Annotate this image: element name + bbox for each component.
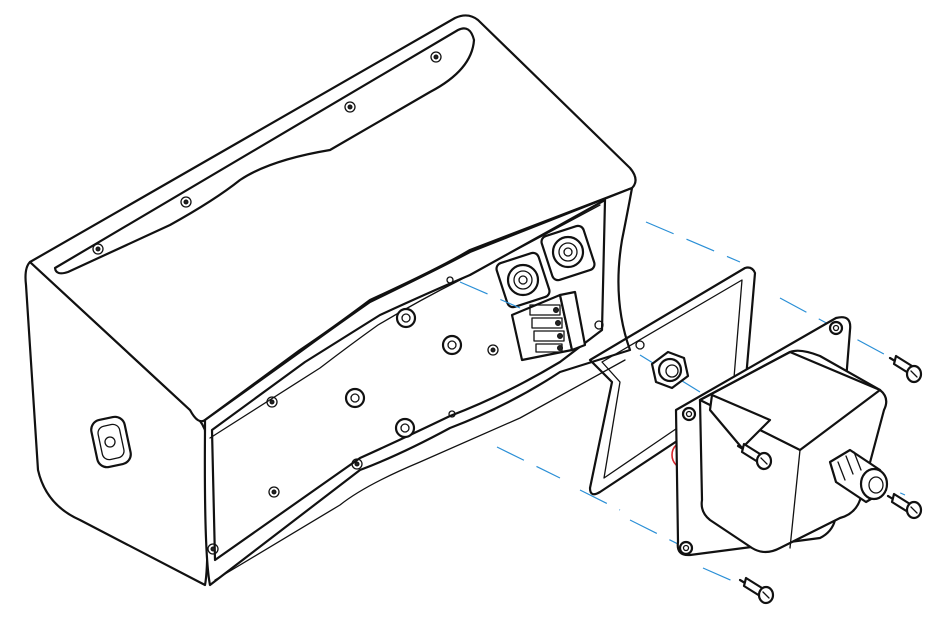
mounting-screw-top-right bbox=[888, 354, 923, 384]
speakon-connector-top bbox=[540, 224, 596, 282]
terminal-block bbox=[510, 290, 587, 362]
mounting-screw-bottom bbox=[738, 576, 775, 605]
speaker-cabinet bbox=[24, 14, 637, 587]
cabinet-top-panel bbox=[53, 27, 476, 275]
side-handle-icon bbox=[90, 415, 132, 469]
top-panel-screws bbox=[92, 51, 442, 255]
cable-gland bbox=[828, 448, 889, 504]
rear-contour-lower bbox=[214, 359, 626, 581]
cable-gland-nut bbox=[650, 350, 690, 390]
mounting-screw-middle bbox=[736, 442, 773, 471]
mounting-screw-right bbox=[886, 492, 923, 520]
speakon-connector-bottom bbox=[495, 251, 551, 309]
terminal-cover bbox=[674, 316, 888, 557]
rear-connector-plate bbox=[210, 198, 607, 562]
rear-screws bbox=[207, 276, 604, 555]
rear-insert-holes bbox=[344, 307, 463, 439]
rear-contour-line bbox=[209, 204, 601, 439]
